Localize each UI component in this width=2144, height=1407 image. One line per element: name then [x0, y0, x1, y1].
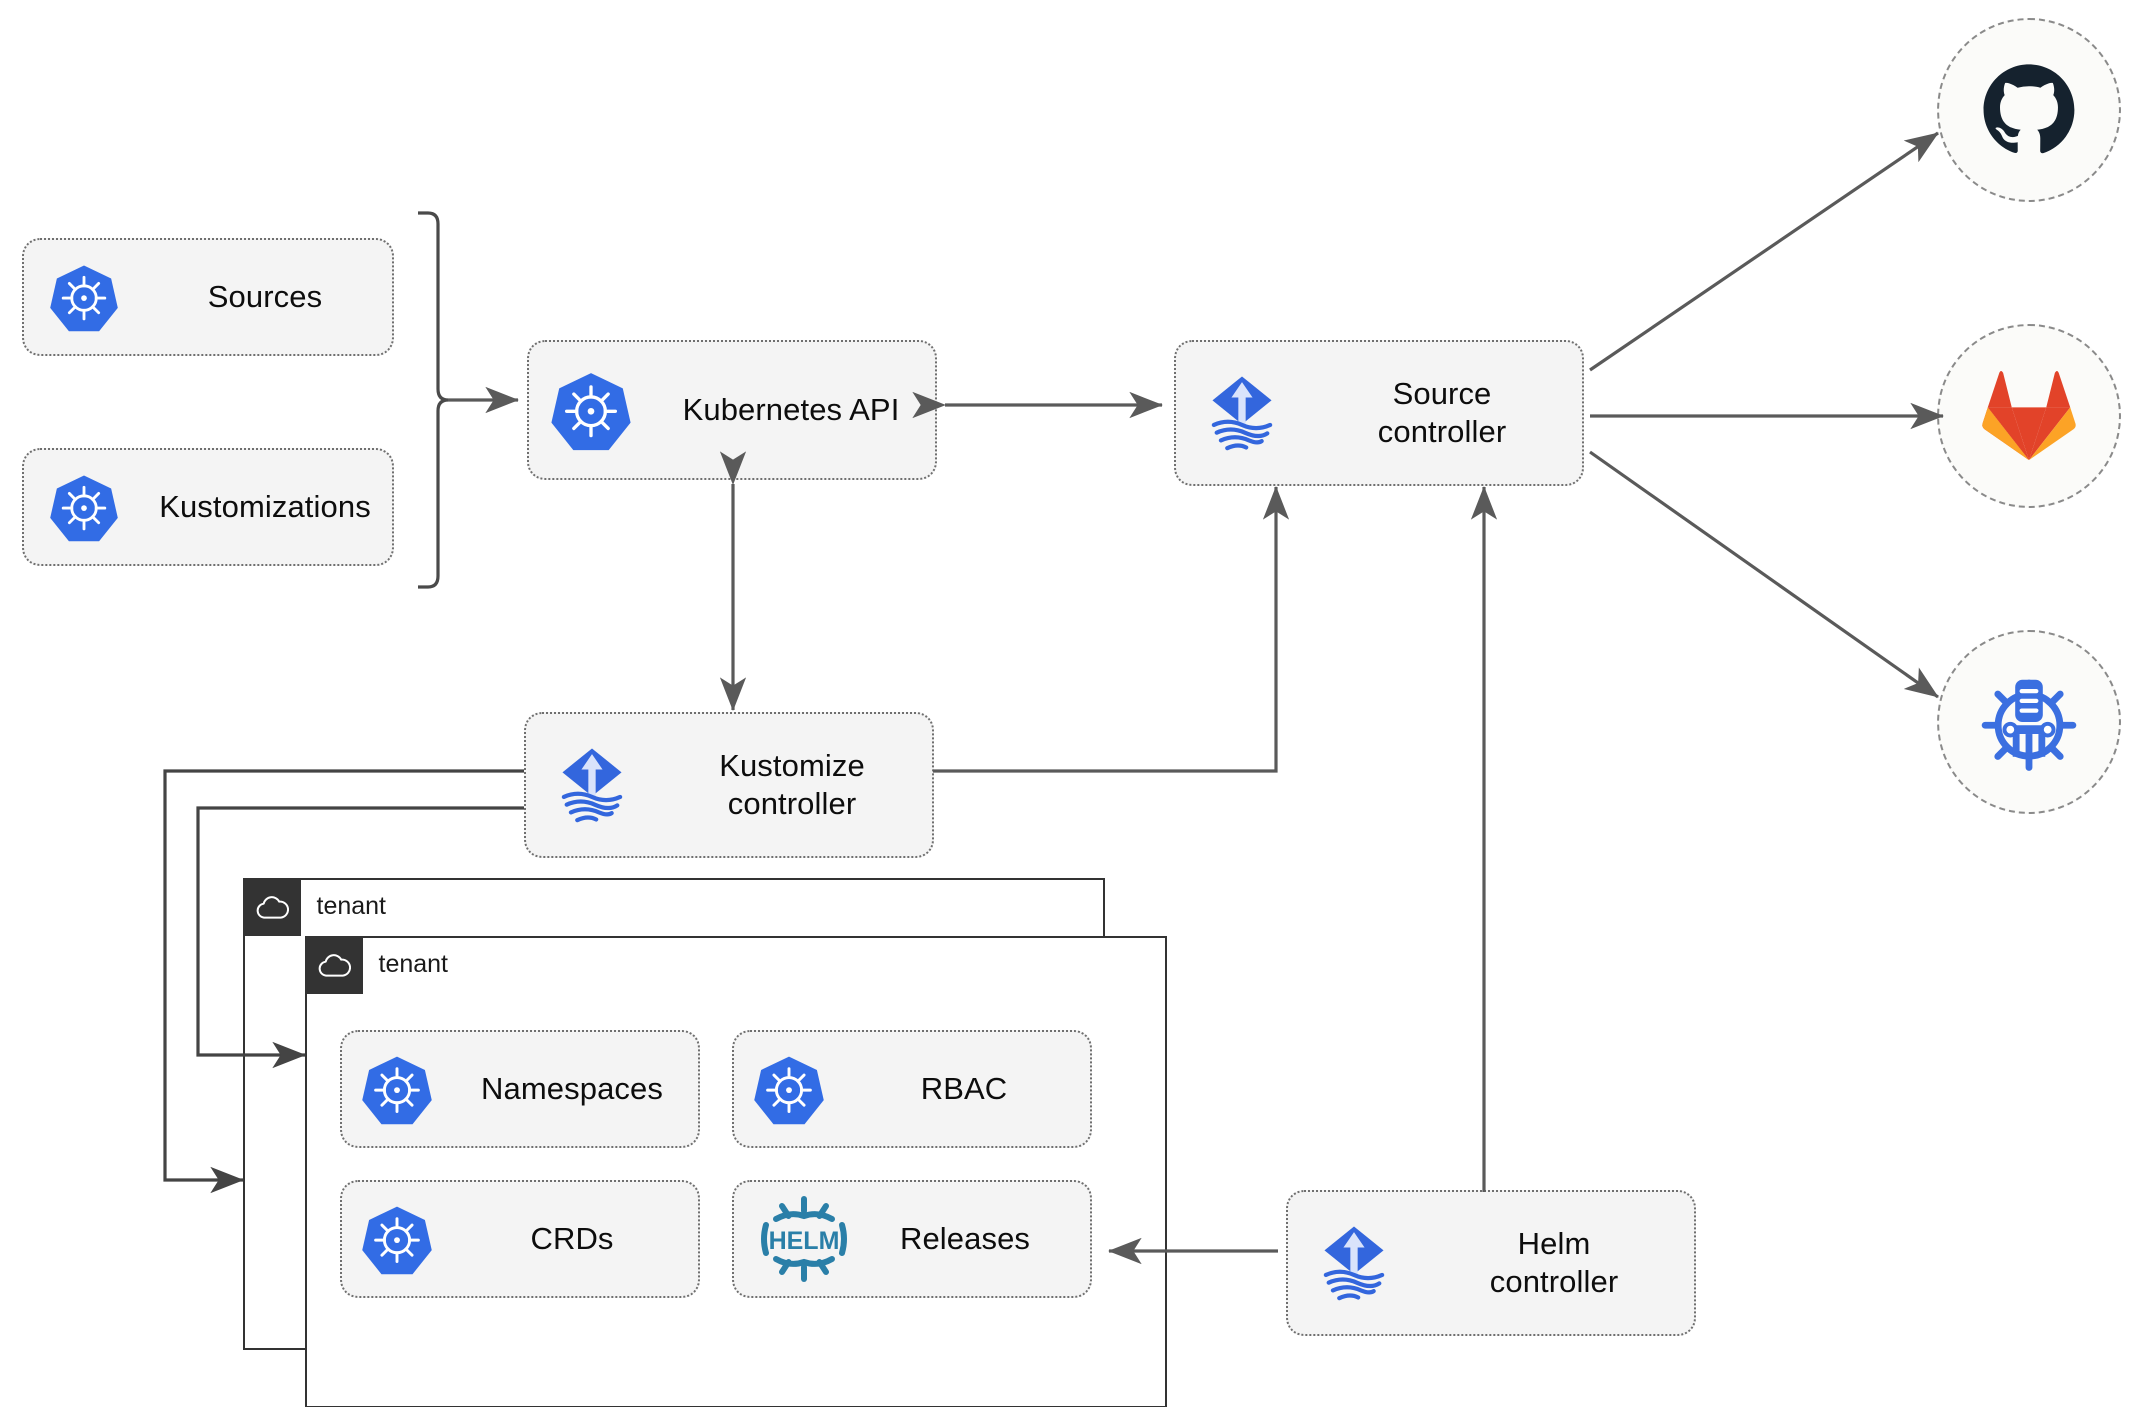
- node-helm-controller[interactable]: Helm controller: [1286, 1190, 1696, 1336]
- tenant-inner-label: tenant: [378, 950, 449, 978]
- kubernetes-icon: [342, 1053, 452, 1125]
- helm-repository-icon: [1981, 679, 2077, 771]
- flux-icon: [1288, 1218, 1420, 1308]
- wire-kustomize-controller-source-controller: [933, 486, 1290, 773]
- custom-resources-brace: [418, 211, 449, 589]
- node-label: Releases: [899, 1221, 1031, 1257]
- node-label: CRDs: [530, 1221, 614, 1257]
- node-kustomizations[interactable]: Kustomizations: [22, 448, 394, 566]
- external-source-github[interactable]: [1937, 18, 2121, 202]
- node-label: Namespaces: [481, 1071, 663, 1107]
- tenant-inner-tab: tenant: [304, 935, 449, 994]
- cloud-icon: [304, 935, 363, 994]
- node-label: Source controller: [1377, 376, 1507, 449]
- node-crds[interactable]: CRDs: [340, 1180, 700, 1298]
- tenant-inner[interactable]: tenant: [304, 935, 1167, 1407]
- helm-icon: HELM: [734, 1195, 874, 1283]
- wire-source-controller-registry: [1589, 450, 1939, 699]
- kubernetes-icon: [342, 1203, 452, 1275]
- external-source-helm-repository[interactable]: [1937, 630, 2121, 814]
- helm-wordmark: HELM: [769, 1227, 840, 1255]
- flux-icon: [526, 740, 658, 830]
- cloud-icon: [242, 877, 301, 936]
- wire-source-controller-github: [1589, 131, 1939, 372]
- node-releases[interactable]: HELM Releases: [732, 1180, 1092, 1298]
- node-sources[interactable]: Sources: [22, 238, 394, 356]
- node-kubernetes-api[interactable]: Kubernetes API: [527, 340, 937, 480]
- kubernetes-icon: [24, 472, 144, 542]
- gitlab-icon: [1982, 370, 2076, 461]
- node-label: Kustomizations: [159, 489, 371, 525]
- tenant-outer-tab: tenant: [242, 877, 387, 936]
- kubernetes-icon: [24, 262, 144, 332]
- node-label: RBAC: [920, 1071, 1008, 1107]
- external-source-gitlab[interactable]: [1937, 324, 2121, 508]
- node-source-controller[interactable]: Source controller: [1174, 340, 1584, 486]
- flux-icon: [1176, 368, 1308, 458]
- kubernetes-icon: [734, 1053, 844, 1125]
- github-icon: [1983, 64, 2075, 154]
- kubernetes-icon: [529, 369, 653, 451]
- node-label: Kustomize controller: [719, 748, 865, 821]
- node-kustomize-controller[interactable]: Kustomize controller: [524, 712, 934, 858]
- tenant-outer-label: tenant: [316, 892, 387, 920]
- node-label: Helm controller: [1489, 1226, 1619, 1299]
- node-namespaces[interactable]: Namespaces: [340, 1030, 700, 1148]
- node-label: Sources: [207, 279, 323, 315]
- node-rbac[interactable]: RBAC: [732, 1030, 1092, 1148]
- node-label: Kubernetes API: [682, 392, 900, 428]
